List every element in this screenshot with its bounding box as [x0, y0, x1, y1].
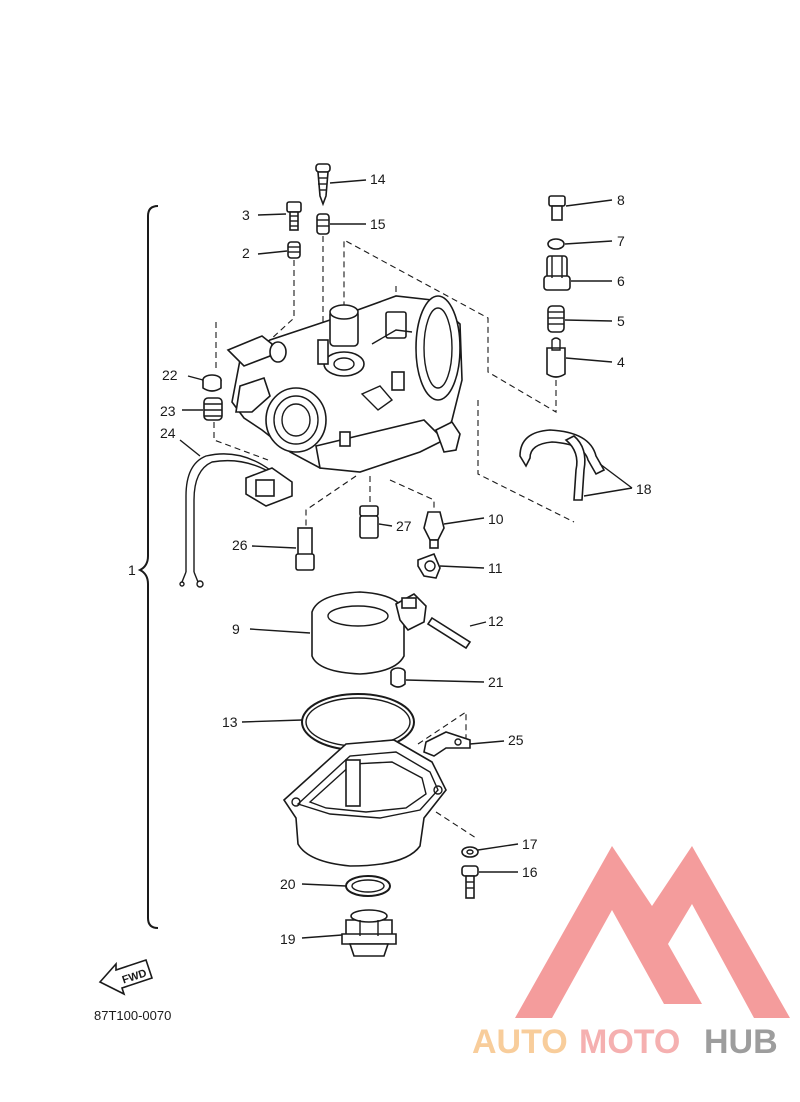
part-2-spring — [287, 241, 301, 259]
label-20: 20 — [280, 876, 296, 892]
part-11-clip — [417, 552, 441, 579]
automotohub-logo: AUTO MOTO HUB — [472, 846, 790, 1061]
part-8-screw — [548, 195, 566, 221]
part-22-cap — [202, 374, 222, 392]
part-3-screw — [286, 201, 302, 231]
label-10: 10 — [488, 511, 504, 527]
part-6-holder — [543, 255, 571, 291]
label-18: 18 — [636, 481, 652, 497]
label-26: 26 — [232, 537, 248, 553]
float-bowl — [282, 739, 447, 867]
label-17: 17 — [522, 836, 538, 852]
part-4-plunger — [546, 337, 566, 378]
logo-text-hub: HUB — [704, 1023, 778, 1061]
part-17-washer — [461, 846, 479, 858]
part-9-float — [311, 591, 427, 675]
logo-triangle-icon — [515, 846, 790, 1018]
drawing-code: 87T100-0070 — [94, 1008, 171, 1023]
part-24-sensor-lead — [179, 453, 293, 588]
part-12-pin — [426, 616, 472, 650]
label-2: 2 — [242, 245, 250, 261]
label-27: 27 — [396, 518, 412, 534]
label-21: 21 — [488, 674, 504, 690]
label-3: 3 — [242, 207, 250, 223]
part-15-spring — [316, 213, 330, 235]
label-25: 25 — [508, 732, 524, 748]
label-9: 9 — [232, 621, 240, 637]
part-10-needle-valve — [423, 511, 445, 549]
label-22: 22 — [162, 367, 178, 383]
label-5: 5 — [617, 313, 625, 329]
label-16: 16 — [522, 864, 538, 880]
part-21-screw — [390, 667, 406, 688]
part-19-drain-plug — [341, 909, 397, 957]
part-1-carburetor-body — [226, 295, 463, 473]
label-23: 23 — [160, 403, 176, 419]
part-5-spring — [547, 305, 565, 333]
label-8: 8 — [617, 192, 625, 208]
label-1: 1 — [128, 562, 136, 578]
label-7: 7 — [617, 233, 625, 249]
logo-text-moto: MOTO — [579, 1023, 680, 1061]
logo-text-auto: AUTO — [472, 1023, 568, 1061]
label-19: 19 — [280, 931, 296, 947]
label-14: 14 — [370, 171, 386, 187]
label-6: 6 — [617, 273, 625, 289]
group-bracket — [137, 205, 159, 929]
label-11: 11 — [488, 560, 503, 576]
part-18-hose — [519, 429, 606, 501]
label-4: 4 — [617, 354, 625, 370]
part-23-spring — [203, 397, 223, 421]
label-15: 15 — [370, 216, 386, 232]
part-20-o-ring — [345, 875, 391, 897]
part-7-nut — [547, 238, 565, 250]
label-24: 24 — [160, 425, 176, 441]
label-12: 12 — [488, 613, 504, 629]
part-14-screw — [315, 163, 331, 207]
fwd-arrow-icon: FWD — [98, 958, 154, 996]
label-13: 13 — [222, 714, 238, 730]
part-27-jet — [359, 505, 379, 539]
part-25-bracket — [423, 731, 471, 757]
part-26-jet — [295, 527, 315, 571]
part-16-screw — [461, 865, 479, 899]
